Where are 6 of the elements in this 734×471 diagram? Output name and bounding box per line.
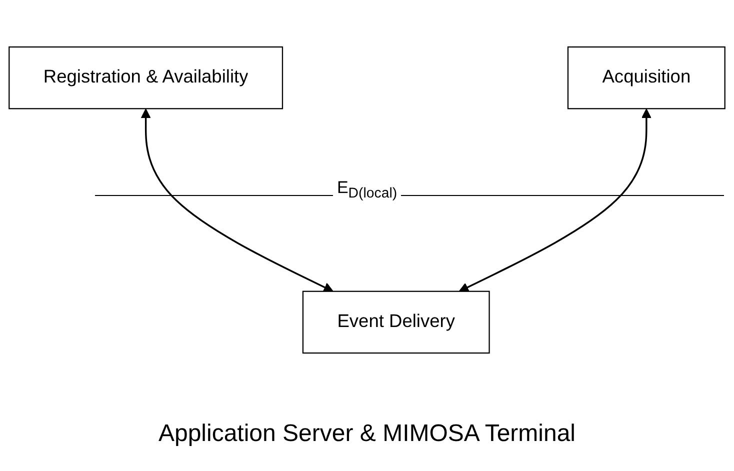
- node-box: Registration & Availability: [8, 46, 284, 110]
- node-box: Acquisition: [567, 46, 726, 110]
- arrow: [458, 108, 652, 292]
- arrow: [140, 108, 334, 292]
- node-box: Event Delivery: [302, 290, 490, 354]
- caption: Application Server & MIMOSA Terminal: [157, 420, 577, 448]
